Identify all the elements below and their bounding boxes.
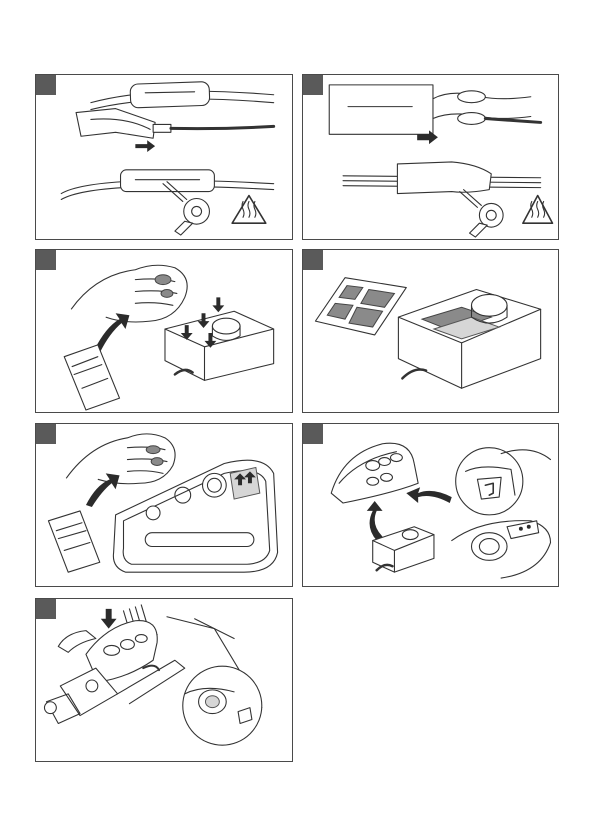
- module-box: [373, 527, 434, 572]
- step-panel-6: [302, 423, 559, 587]
- clean-socket-housing-illustration: [36, 424, 292, 586]
- mount-module-illustration: [303, 424, 558, 586]
- socket-housing-icon: [331, 443, 418, 503]
- hot-surface-warning-icon: [232, 196, 266, 224]
- heat-shrink-wire-illustration: [36, 75, 292, 239]
- wipe-tissue-icon: [48, 511, 99, 572]
- step-panel-7: [35, 598, 293, 762]
- heat-shrink-pair-illustration: [303, 75, 558, 239]
- step-panel-4: [302, 249, 559, 413]
- module-box: [398, 290, 540, 389]
- clean-and-press-module-illustration: [36, 250, 292, 412]
- detail-zoom-icon: [456, 448, 551, 515]
- detail-zoom-icon: [183, 666, 262, 745]
- adhesive-pads-illustration: [303, 250, 558, 412]
- hand-icon: [66, 434, 175, 484]
- wipe-tissue-icon: [64, 345, 119, 410]
- step-panel-1: [35, 74, 293, 240]
- towbar-socket-detail: [452, 521, 551, 578]
- step-panel-5: [35, 423, 293, 587]
- hand-icon: [71, 265, 187, 322]
- hot-surface-warning-icon: [523, 196, 553, 224]
- adhesive-pad-sheet-icon: [315, 278, 406, 335]
- press-housing-towbar-illustration: [36, 599, 292, 761]
- module-box: [165, 311, 274, 380]
- heat-gun-icon: [460, 190, 503, 237]
- step-panel-2: [302, 74, 559, 240]
- step-panel-3: [35, 249, 293, 413]
